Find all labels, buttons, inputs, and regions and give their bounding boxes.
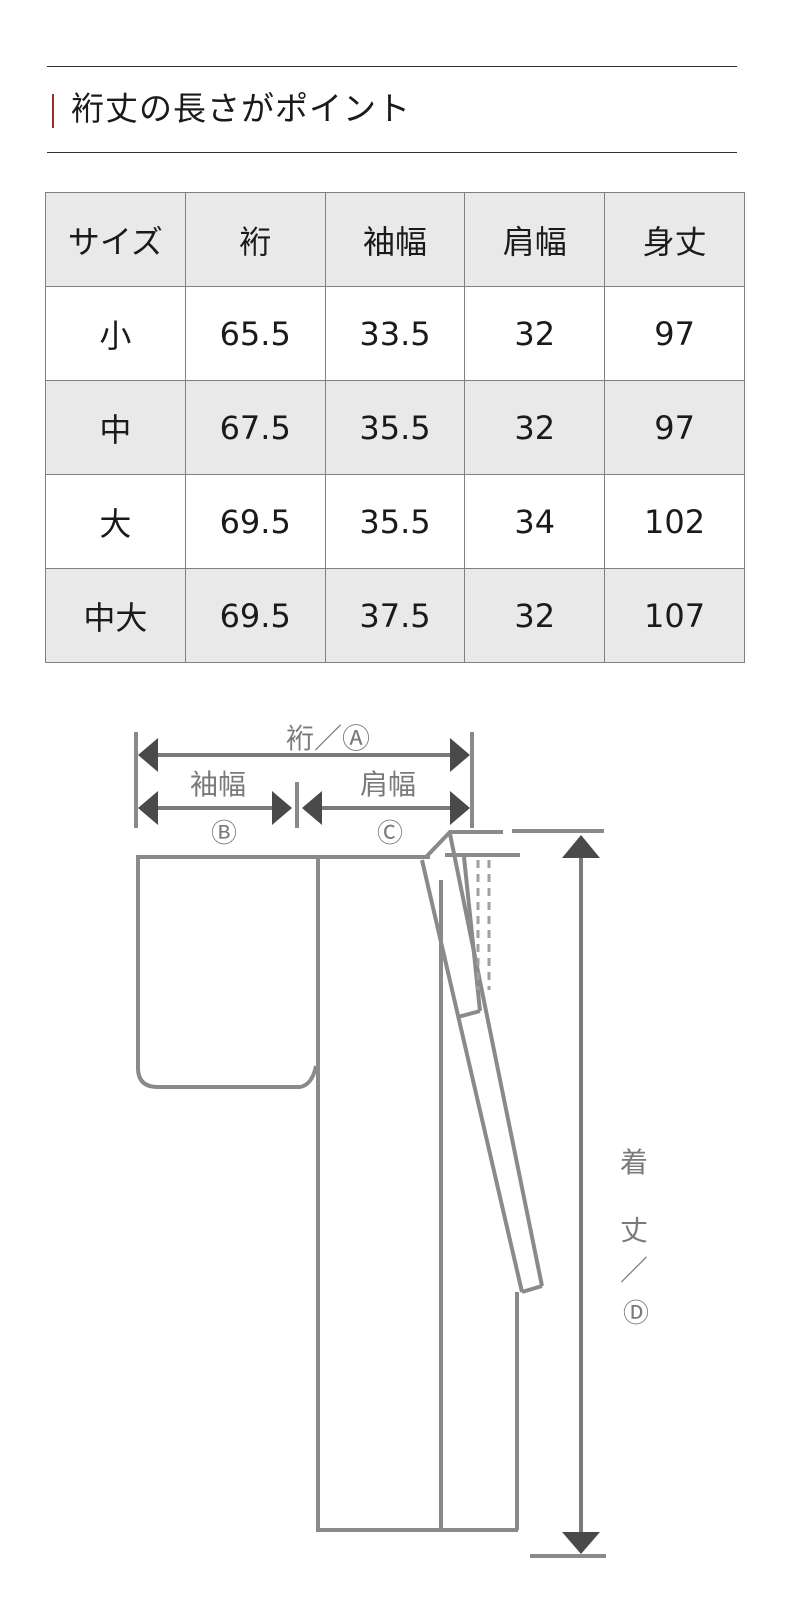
header-mitake: 身丈: [604, 192, 745, 287]
cell-sodehaba: 35.5: [324, 474, 466, 569]
cell-sodehaba: 37.5: [324, 568, 466, 663]
table-header-row: サイズ 裄 袖幅 肩幅 身丈: [45, 192, 745, 287]
cell-mitake: 97: [604, 286, 745, 381]
arrow-right-icon: [450, 791, 470, 825]
cell-katahaba: 32: [464, 568, 606, 663]
katahaba-dimension: 肩幅 Ⓒ: [302, 768, 470, 849]
arrow-left-icon: [138, 791, 158, 825]
cell-yuki: 69.5: [184, 568, 326, 663]
cell-size: 中: [45, 380, 186, 475]
kitake-label-1: 着: [620, 1146, 648, 1179]
arrow-left-icon: [302, 791, 322, 825]
cell-yuki: 67.5: [184, 380, 326, 475]
cell-katahaba: 32: [464, 380, 606, 475]
cell-katahaba: 32: [464, 286, 606, 381]
arrow-right-icon: [450, 738, 470, 772]
yuki-dimension: 裄／Ⓐ: [134, 722, 474, 828]
collar-dashed-lines: [476, 860, 491, 990]
header-katahaba: 肩幅: [464, 192, 606, 287]
kitake-label-3: ／: [620, 1254, 648, 1287]
sodehaba-marker: Ⓑ: [211, 819, 237, 849]
cell-size: 中大: [45, 568, 186, 663]
cell-mitake: 107: [604, 568, 745, 663]
katahaba-marker: Ⓒ: [377, 819, 403, 849]
table-row: 中大 69.5 37.5 32 107: [45, 568, 745, 663]
table-row: 小 65.5 33.5 32 97: [45, 286, 745, 381]
arrow-left-icon: [138, 738, 158, 772]
kitake-marker: Ⓓ: [623, 1299, 649, 1329]
cell-yuki: 65.5: [184, 286, 326, 381]
cell-size: 小: [45, 286, 186, 381]
header-yuki: 裄: [184, 192, 326, 287]
page-title: 裄丈の長さがポイント: [71, 89, 411, 128]
cell-sodehaba: 35.5: [324, 380, 466, 475]
section-heading: 裄丈の長さがポイント: [47, 66, 737, 153]
arrow-down-icon: [562, 1532, 600, 1554]
sleeve-outline: [136, 857, 318, 1089]
cell-katahaba: 34: [464, 474, 606, 569]
cell-mitake: 102: [604, 474, 745, 569]
kimono-outline: [136, 830, 544, 1532]
katahaba-label: 肩幅: [360, 768, 416, 801]
table-row: 中 67.5 35.5 32 97: [45, 380, 745, 475]
yuki-label: 裄／Ⓐ: [286, 722, 370, 755]
arrow-right-icon: [272, 791, 292, 825]
kitake-label-2: 丈: [620, 1214, 648, 1247]
sodehaba-dimension: 袖幅 Ⓑ: [138, 768, 299, 849]
kitake-dimension: 着 丈 ／ Ⓓ: [512, 829, 649, 1558]
table-row: 大 69.5 35.5 34 102: [45, 474, 745, 569]
size-table: サイズ 裄 袖幅 肩幅 身丈 小 65.5 33.5 32 97 中 67.5 …: [45, 192, 745, 663]
cell-mitake: 97: [604, 380, 745, 475]
cell-sodehaba: 33.5: [324, 286, 466, 381]
cell-yuki: 69.5: [184, 474, 326, 569]
arrow-up-icon: [562, 835, 600, 858]
header-size: サイズ: [45, 192, 186, 287]
sodehaba-label: 袖幅: [190, 768, 246, 801]
heading-accent-bar: [52, 94, 54, 128]
kimono-measurement-diagram: 裄／Ⓐ 袖幅 Ⓑ 肩幅 Ⓒ: [134, 722, 649, 1558]
header-sodehaba: 袖幅: [324, 192, 466, 287]
cell-size: 大: [45, 474, 186, 569]
